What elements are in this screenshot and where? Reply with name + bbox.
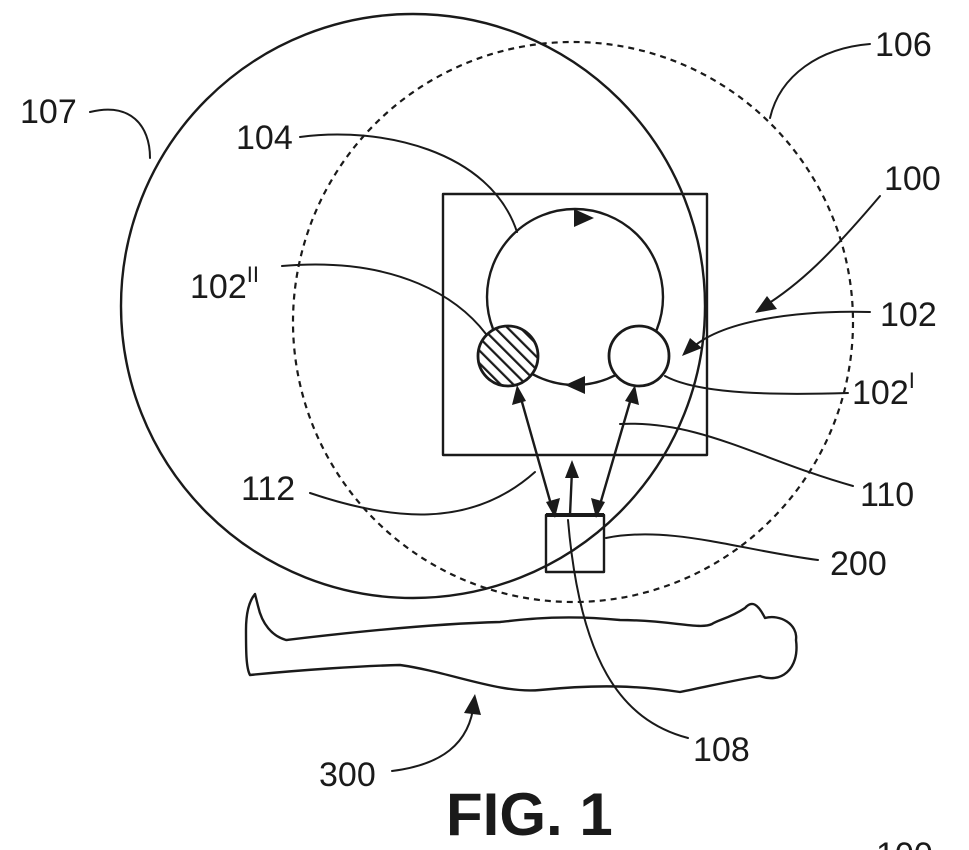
label-107: 107 [20,93,77,131]
leader-200 [606,534,818,560]
leader-107 [90,110,150,158]
leader-102-arrowhead [682,338,702,356]
leader-106 [770,44,870,118]
hatched-circle-102ii [478,326,538,386]
figure-caption: FIG. 1 [446,781,613,848]
double-arrow-right-head-top [625,385,639,405]
double-arrow-right-shaft [599,395,632,508]
label-106: 106 [875,26,932,64]
label-102i-sup: I [909,368,915,393]
label-102ii: 102II [190,262,259,306]
label-102ii-base: 102 [190,268,247,306]
label-102i-base: 102 [852,374,909,412]
open-circle-102i [609,326,669,386]
label-300: 300 [319,756,376,794]
label-108: 108 [693,731,750,769]
leader-102ii [282,265,486,334]
double-arrow-left-head-top [512,385,526,405]
label-102ii-sup: II [247,262,259,287]
double-arrow-left-shaft [520,395,552,508]
center-arrow-head [565,460,579,478]
leader-300-arrowhead [464,694,481,715]
leader-108 [568,520,688,738]
label-100: 100 [884,160,941,198]
leader-100-arrowhead [755,296,777,313]
leader-300 [392,702,474,771]
label-110: 110 [860,476,914,514]
label-102i: 102I [852,368,915,412]
patient-outline-300 [246,594,797,692]
leader-104 [300,134,517,232]
device-box-100 [443,194,707,455]
label-200: 200 [830,545,887,583]
loop-arrowhead-top [574,209,594,227]
leader-100 [763,196,880,307]
label-104: 104 [236,119,293,157]
solid-circle-107 [121,14,705,598]
leader-102 [690,312,870,350]
label-102: 102 [880,296,937,334]
leader-112 [310,472,535,515]
label-112: 112 [241,470,295,508]
loop-arrowhead-bottom [565,376,585,394]
module-box-200 [546,515,604,572]
dashed-circle-106 [293,42,853,602]
label-corner-100: 100 [876,836,933,850]
